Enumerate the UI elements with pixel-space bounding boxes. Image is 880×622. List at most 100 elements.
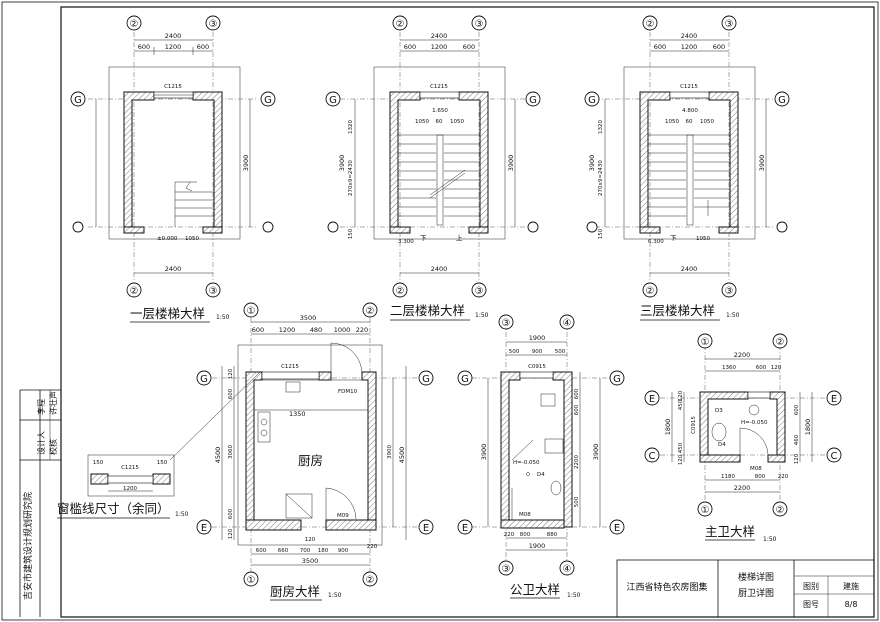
stair-2-title: 二层楼梯大样 <box>390 303 465 318</box>
svg-text:②: ② <box>396 286 405 297</box>
svg-text:①: ① <box>701 337 710 348</box>
svg-text:150: 150 <box>598 228 604 239</box>
svg-text:G: G <box>200 374 208 385</box>
sheet-title-2: 厨卫详图 <box>738 587 774 599</box>
svg-text:3900: 3900 <box>758 155 766 172</box>
svg-text:3500: 3500 <box>300 314 317 322</box>
svg-text:1180: 1180 <box>721 474 735 480</box>
stair-1-title: 一层楼梯大样 <box>130 306 205 321</box>
svg-text:C1215: C1215 <box>164 84 182 90</box>
svg-text:4500: 4500 <box>398 447 406 464</box>
svg-text:270x9=2430: 270x9=2430 <box>348 160 354 196</box>
master-bathroom-plan: ① ② ① ② E E C C 2200 1360 600 120 D3 D4 … <box>644 333 842 543</box>
svg-text:150: 150 <box>157 460 168 466</box>
svg-text:②: ② <box>366 306 375 317</box>
svg-text:C1215: C1215 <box>121 465 139 471</box>
svg-text:600: 600 <box>794 404 800 415</box>
svg-text:E: E <box>423 523 429 534</box>
svg-text:800: 800 <box>755 474 766 480</box>
svg-text:600: 600 <box>228 388 234 399</box>
svg-text:③: ③ <box>209 286 218 297</box>
org-name: 吉安市建筑设计规划研究院 <box>22 492 34 600</box>
svg-text:3900: 3900 <box>338 155 346 172</box>
svg-text:600: 600 <box>574 388 580 399</box>
svg-text:④: ④ <box>563 318 572 329</box>
svg-text:D3: D3 <box>715 408 723 414</box>
axis-g-right <box>260 91 276 107</box>
svg-text:③: ③ <box>475 286 484 297</box>
svg-text:下: 下 <box>420 234 427 242</box>
svg-text:2400: 2400 <box>431 265 448 273</box>
svg-text:4.800: 4.800 <box>682 108 698 114</box>
svg-text:2200: 2200 <box>734 351 751 359</box>
svg-text:M08: M08 <box>519 512 531 518</box>
svg-text:E: E <box>201 523 207 534</box>
svg-text:1:50: 1:50 <box>328 592 342 599</box>
svg-text:C: C <box>831 451 838 462</box>
axis-3-top <box>205 15 221 31</box>
svg-text:②: ② <box>776 505 785 516</box>
svg-text:450: 450 <box>678 399 684 410</box>
svg-text:600: 600 <box>574 404 580 415</box>
svg-text:600: 600 <box>756 365 767 371</box>
svg-text:220: 220 <box>778 474 789 480</box>
sill-detail-title: 窗槛线尺寸（余同） <box>57 501 170 516</box>
svg-text:1:50: 1:50 <box>726 312 740 319</box>
svg-text:3060: 3060 <box>228 445 234 459</box>
checker-label: 校核 <box>48 439 58 455</box>
svg-text:1.650: 1.650 <box>432 108 448 114</box>
svg-text:①: ① <box>247 575 256 586</box>
svg-text:6.300: 6.300 <box>648 239 664 245</box>
svg-text:E: E <box>649 394 655 405</box>
svg-text:②: ② <box>776 337 785 348</box>
axis-g-left <box>70 91 86 107</box>
svg-text:C1215: C1215 <box>680 84 698 90</box>
svg-text:120: 120 <box>678 454 684 465</box>
svg-text:H=-0.050: H=-0.050 <box>741 420 768 426</box>
svg-text:C1215: C1215 <box>281 364 299 370</box>
svg-text:700: 700 <box>300 548 311 554</box>
svg-text:G: G <box>329 95 337 106</box>
svg-text:220: 220 <box>504 532 515 538</box>
svg-text:M09: M09 <box>337 513 349 519</box>
svg-text:150: 150 <box>348 228 354 239</box>
svg-text:2200: 2200 <box>734 484 751 492</box>
svg-text:3900: 3900 <box>242 155 250 172</box>
svg-text:220: 220 <box>356 326 368 334</box>
kitchen-room-label: 厨房 <box>298 453 323 468</box>
svg-text:③: ③ <box>475 19 484 30</box>
svg-text:60: 60 <box>686 119 693 125</box>
svg-text:2400: 2400 <box>681 265 698 273</box>
svg-text:1050: 1050 <box>700 119 714 125</box>
public-bath-title: 公卫大样 <box>510 582 560 597</box>
axis-2-bottom <box>126 282 142 298</box>
svg-text:150: 150 <box>93 460 104 466</box>
svg-text:C0915: C0915 <box>691 416 697 434</box>
svg-text:D4: D4 <box>718 442 726 448</box>
svg-text:3500: 3500 <box>302 557 319 565</box>
public-bathroom-plan: ③ ④ ③ ④ G G E E 1900 500 900 500 C0915 H… <box>457 314 625 599</box>
svg-text:600: 600 <box>463 43 475 51</box>
axis-2-top <box>126 15 142 31</box>
svg-text:1050: 1050 <box>185 236 199 242</box>
svg-text:1000: 1000 <box>334 326 351 334</box>
svg-text:220: 220 <box>367 544 378 550</box>
svg-text:3900: 3900 <box>480 444 488 461</box>
svg-text:C: C <box>649 451 656 462</box>
left-title-band: 吉安市建筑设计规划研究院 设计人 李程 校核 许壮声 <box>19 389 61 617</box>
svg-text:500: 500 <box>574 496 580 507</box>
svg-text:460: 460 <box>794 434 800 445</box>
svg-text:M08: M08 <box>750 466 762 472</box>
svg-text:2200: 2200 <box>574 455 580 469</box>
svg-text:③: ③ <box>725 286 734 297</box>
svg-text:C1215: C1215 <box>430 84 448 90</box>
number-value: 8/8 <box>845 600 858 609</box>
svg-text:E: E <box>831 394 837 405</box>
number-label: 图号 <box>803 600 819 609</box>
inner-border <box>60 6 875 618</box>
svg-text:500: 500 <box>555 349 566 355</box>
svg-text:G: G <box>422 374 430 385</box>
svg-text:1:50: 1:50 <box>763 536 777 543</box>
category-value: 建施 <box>843 581 859 591</box>
